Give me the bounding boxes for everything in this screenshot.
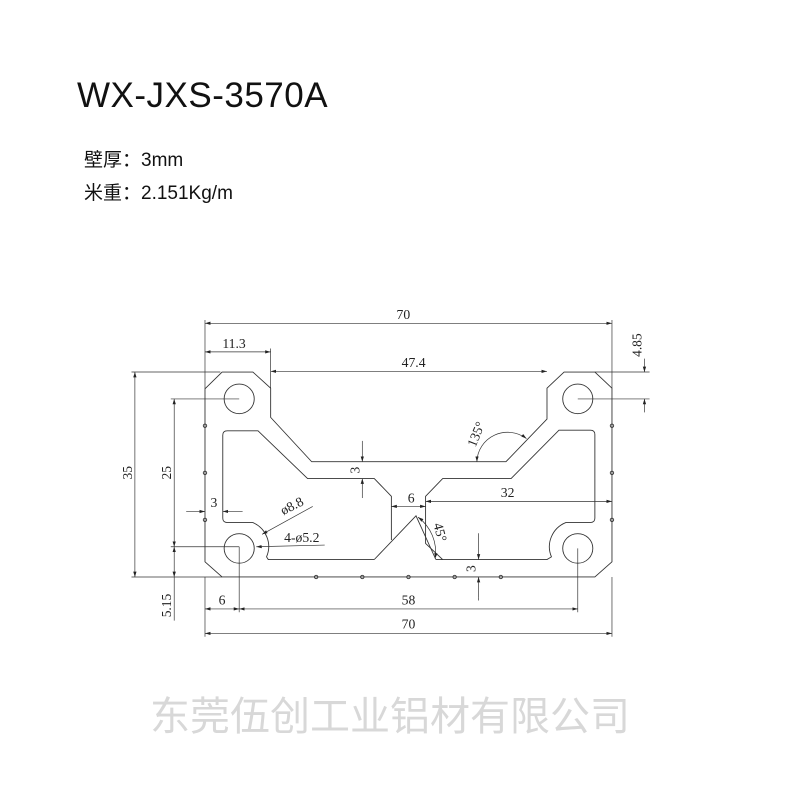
dim-hole-spacing-h: 58 [402,593,416,608]
left-cavity-outline [222,430,392,560]
dim-bottom-wall: 3 [463,565,478,572]
angle-arc-45 [417,516,438,559]
dim-hole-from-bottom: 5.15 [159,594,174,618]
page-title: WX-JXS-3570A [77,76,329,115]
wall-thickness: 壁厚：3mm [84,145,183,172]
dim-rib-width: 6 [408,490,415,505]
v-groove [373,515,437,560]
wall-thickness-value: 3mm [141,150,184,171]
dim-hole-spacing-v: 25 [159,466,174,480]
dim-height: 35 [120,466,135,480]
dim-hole-from-top: 4.85 [630,333,645,357]
dim-boss-diameter: ø8.8 [278,494,306,518]
dim-slot-width: 47.4 [402,355,426,370]
surface-grooves [202,423,615,580]
extension-lines [131,319,650,637]
dim-slot-offset: 11.3 [222,336,246,351]
dim-angle-acute: 45° [430,521,450,543]
leader-boss-diameter [261,506,313,535]
angle-arc-135 [475,431,527,462]
dim-wall-left: 3 [210,495,217,510]
watermark: 东莞伍创工业铝材有限公司 [150,694,630,740]
weight-label: 米重： [84,182,142,204]
leader-hole-diameter [256,544,325,549]
weight-per-meter: 米重：2.151Kg/m [84,178,233,205]
dim-rib-to-edge: 32 [501,485,515,500]
profile-outer-outline [204,371,613,578]
dim-hole-diameter: 4-ø5.2 [284,530,320,545]
dim-width-top: 70 [397,307,411,322]
wall-thickness-label: 壁厚： [84,149,142,171]
right-cavity-outline [425,429,596,560]
dim-hole-from-left: 6 [219,593,226,608]
weight-value: 2.151Kg/m [141,183,233,204]
dim-width-bottom: 70 [402,617,416,632]
dim-web-thickness: 3 [347,467,362,474]
dim-angle-obtuse: 135° [464,420,488,449]
